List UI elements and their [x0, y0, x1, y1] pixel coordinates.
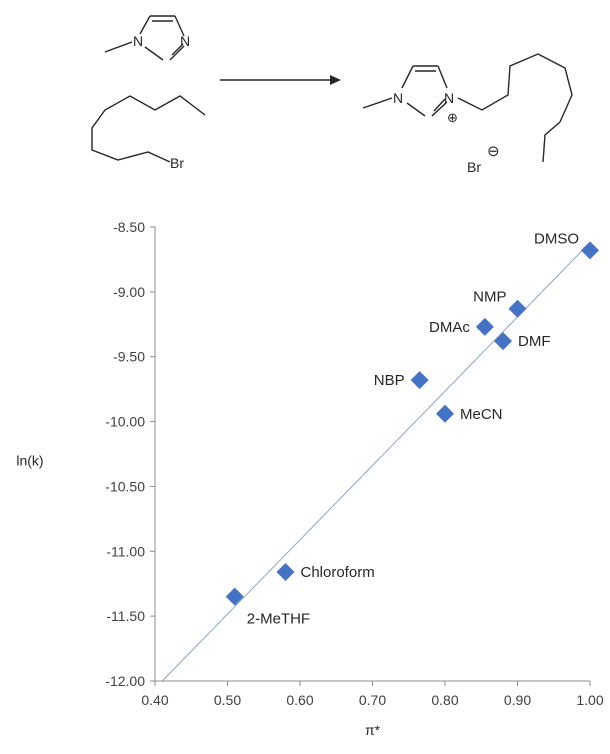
x-tick-label: 1.00	[576, 692, 603, 708]
data-point-label: NBP	[374, 372, 405, 389]
x-tick-label: 0.40	[141, 692, 168, 708]
bromine-label: Br	[170, 155, 184, 171]
y-axis-title: ln(k)	[16, 452, 43, 468]
bromide-label: Br	[467, 159, 481, 175]
x-tick-label: 0.60	[286, 692, 313, 708]
data-point-label: DMAc	[429, 319, 470, 336]
y-tick-labels: -8.50 -9.00 -9.50 -10.00 -10.50 -11.00 -11.50 -…	[105, 219, 145, 689]
data-point	[410, 371, 429, 390]
data-point	[436, 404, 454, 423]
y-tick-label: -10.50	[105, 478, 145, 494]
data-point	[475, 317, 494, 336]
data-point-label: DMF	[518, 333, 551, 350]
data-points	[225, 241, 599, 606]
y-tick-label: -10.00	[105, 414, 145, 430]
negative-charge-symbol: ⊖	[487, 143, 500, 160]
data-point	[225, 587, 244, 606]
y-tick-label: -9.00	[113, 284, 145, 300]
data-point-label: 2-MeTHF	[247, 611, 310, 628]
data-point	[494, 332, 512, 351]
data-point-label: MeCN	[460, 406, 503, 423]
data-point	[276, 563, 295, 582]
x-tick-labels: 0.40 0.50 0.60 0.70 0.80 0.90 1.00	[141, 692, 603, 708]
x-tick-label: 0.90	[504, 692, 531, 708]
product-n1-label: N	[393, 90, 403, 106]
x-tick-label: 0.70	[359, 692, 386, 708]
x-tick-label: 0.50	[214, 692, 241, 708]
x-axis-title: π*	[365, 722, 381, 738]
data-point-label: Chloroform	[301, 564, 375, 581]
data-point	[581, 241, 599, 260]
product-n2-label: N	[444, 90, 454, 106]
positive-charge-symbol: ⊕	[447, 110, 458, 125]
reaction-scheme: N N Br N N ⊕ Br ⊖	[91, 15, 573, 175]
data-point-label: DMSO	[534, 230, 579, 247]
y-tick-label: -12.00	[105, 673, 145, 689]
y-tick-label: -11.50	[106, 608, 145, 624]
reactant-n2-label: N	[180, 33, 190, 49]
reactant-n1-label: N	[133, 33, 143, 49]
data-point-label: NMP	[473, 289, 506, 306]
axes-layer	[150, 226, 591, 686]
y-tick-label: -9.50	[113, 349, 145, 365]
y-tick-label: -11.00	[106, 543, 145, 559]
data-point	[508, 299, 527, 318]
x-tick-label: 0.80	[431, 692, 458, 708]
y-tick-label: -8.50	[113, 219, 145, 235]
